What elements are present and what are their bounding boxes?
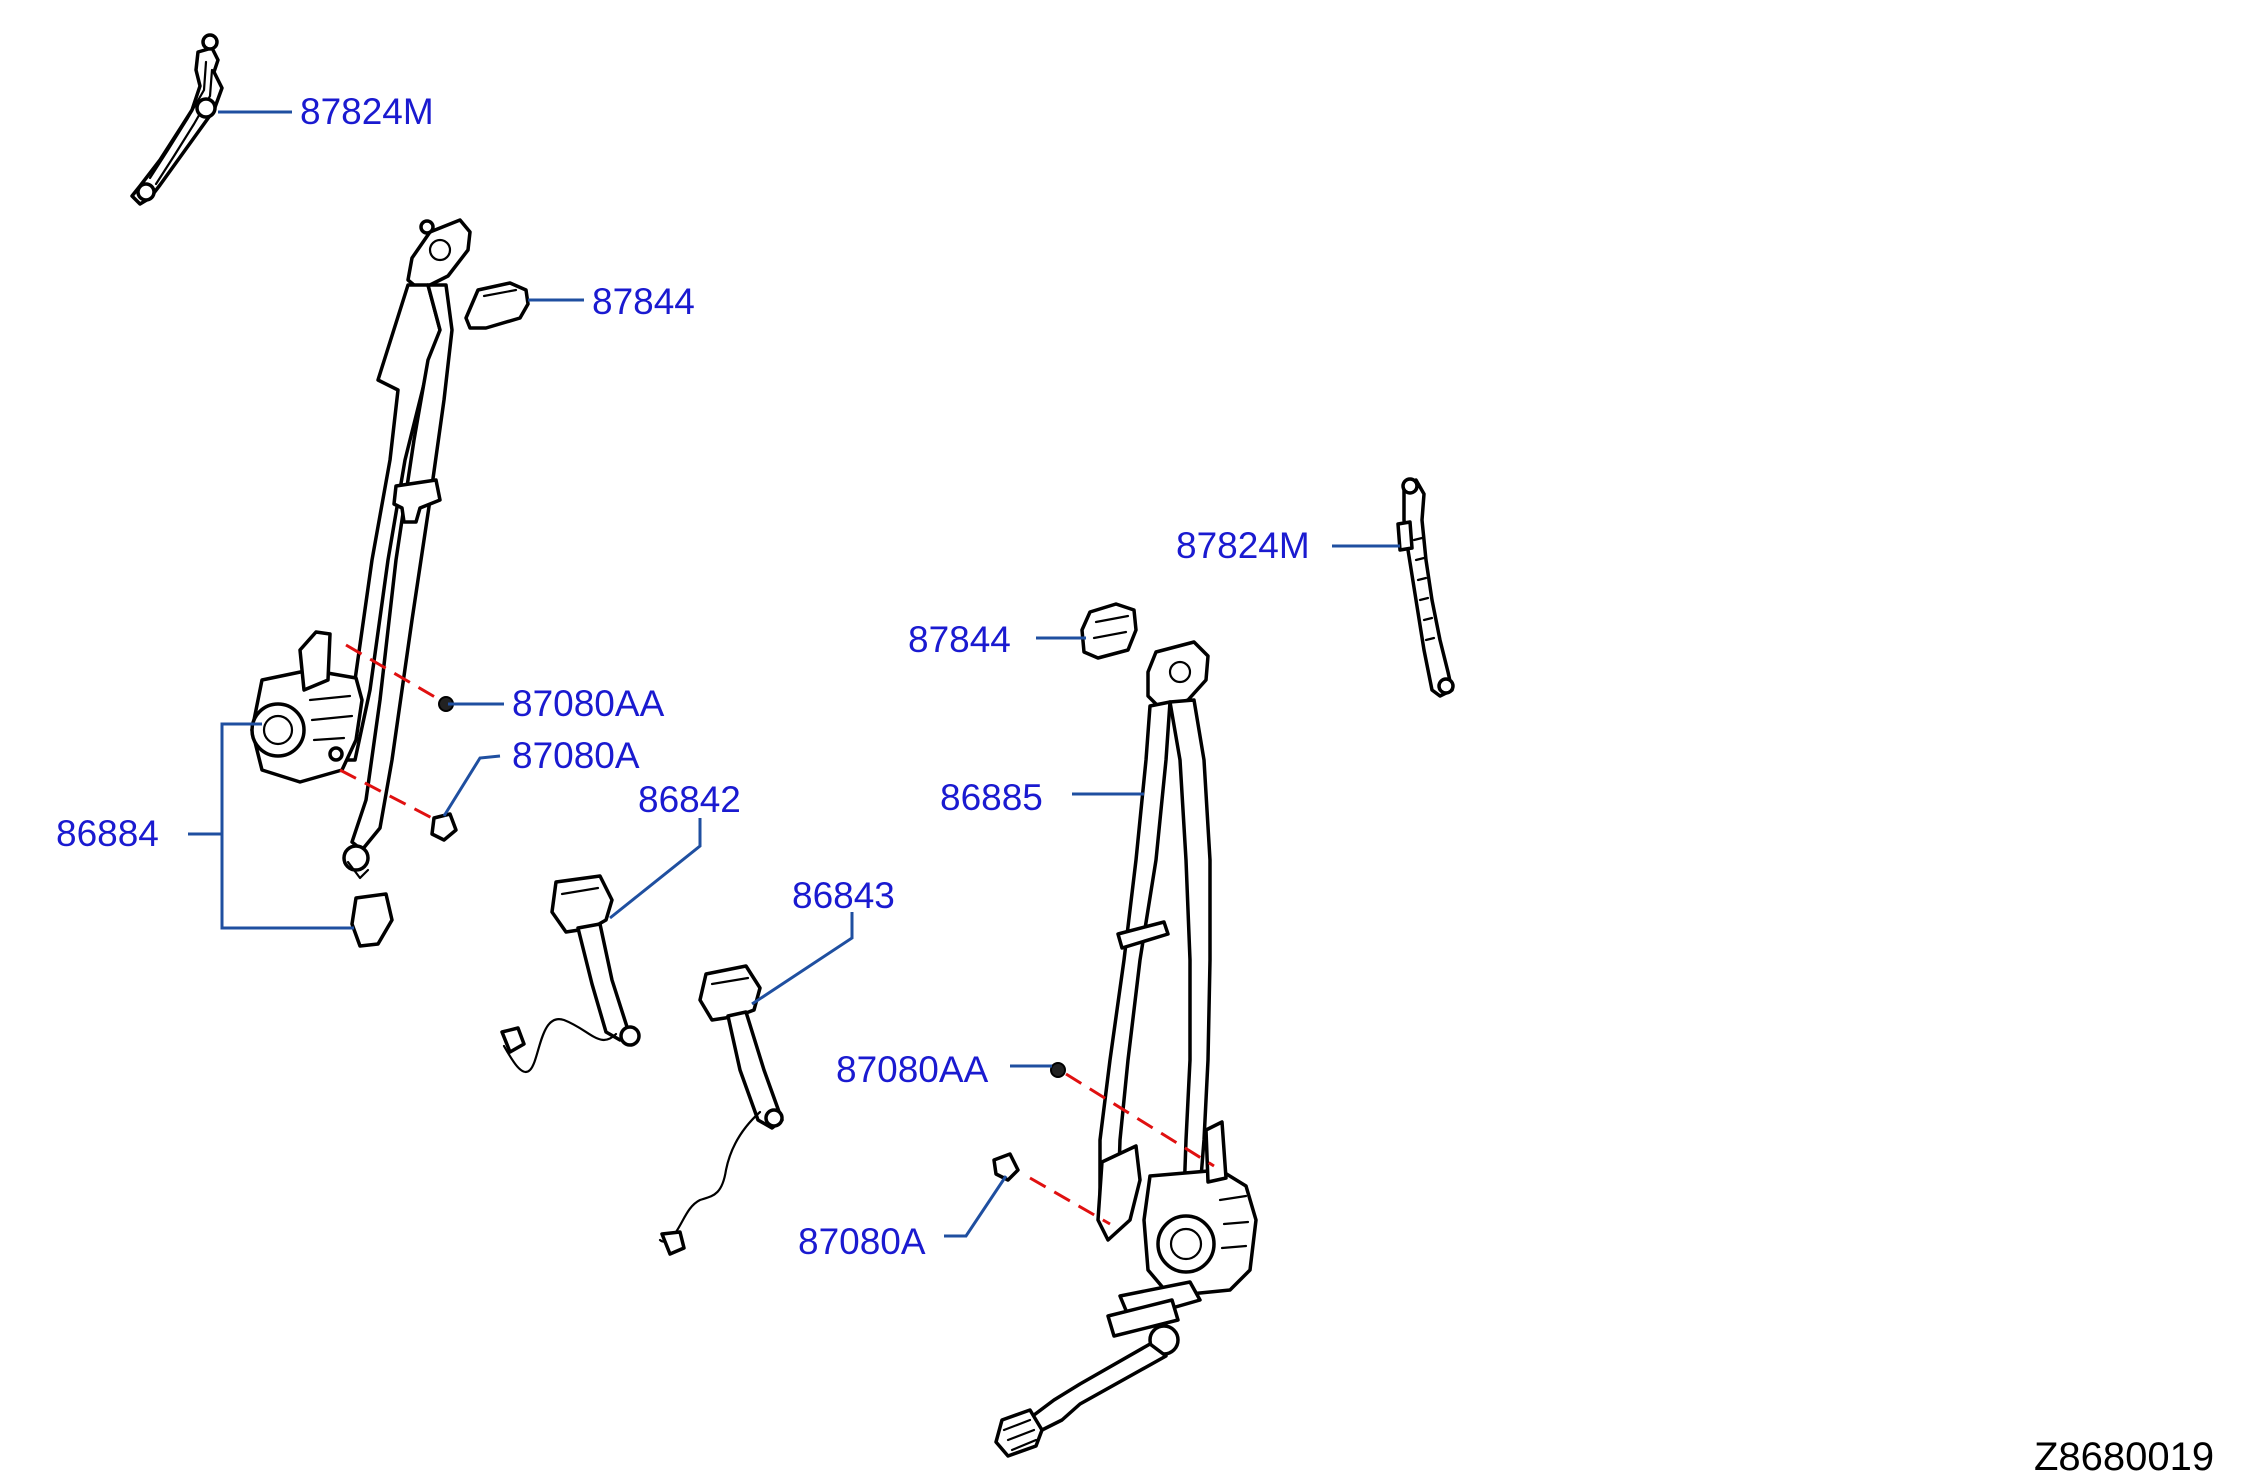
height-adjuster-right[interactable] <box>1396 477 1455 698</box>
bolt-87080a-right[interactable] <box>992 1152 1020 1182</box>
front-seat-belt-right[interactable] <box>994 640 1258 1458</box>
bolt-87080aa-right[interactable] <box>1050 1062 1066 1078</box>
leader-86843 <box>751 912 854 1006</box>
callout-87080a-right: 87080A <box>798 1221 926 1262</box>
leader-86884-bracket <box>220 722 354 930</box>
callout-87824m-right: 87824M <box>1176 525 1310 566</box>
bolt-87080a-left[interactable] <box>430 812 458 842</box>
callout-86885: 86885 <box>940 777 1043 818</box>
callout-87080a-left: 87080A <box>512 735 640 776</box>
callout-86843: 86843 <box>792 875 895 916</box>
callout-87824m-top: 87824M <box>300 91 434 132</box>
leader-87080a-right <box>944 1175 1008 1238</box>
callout-87844-right: 87844 <box>908 619 1011 660</box>
diagram-id: Z8680019 <box>2034 1435 2214 1479</box>
height-adjuster-top-left[interactable] <box>130 33 224 206</box>
callout-87080aa-left: 87080AA <box>512 683 665 724</box>
callout-86842: 86842 <box>638 779 741 820</box>
callout-86884: 86884 <box>56 813 159 854</box>
buckle-86842[interactable] <box>500 874 641 1073</box>
fastener-path-a-left <box>339 768 433 820</box>
fastener-path-aa-left <box>345 643 441 702</box>
buckle-86843[interactable] <box>658 964 784 1256</box>
front-seat-belt-left[interactable] <box>250 218 472 948</box>
fastener-path-aa-right <box>1065 1072 1215 1168</box>
leader-86842 <box>609 818 702 920</box>
callout-87844-top: 87844 <box>592 281 695 322</box>
anchor-cover-top-left[interactable] <box>464 281 530 330</box>
callout-87080aa-right: 87080AA <box>836 1049 989 1090</box>
leader-87080a-left <box>442 754 501 817</box>
anchor-cover-right[interactable] <box>1080 602 1138 660</box>
fastener-path-a-right <box>1029 1176 1111 1226</box>
